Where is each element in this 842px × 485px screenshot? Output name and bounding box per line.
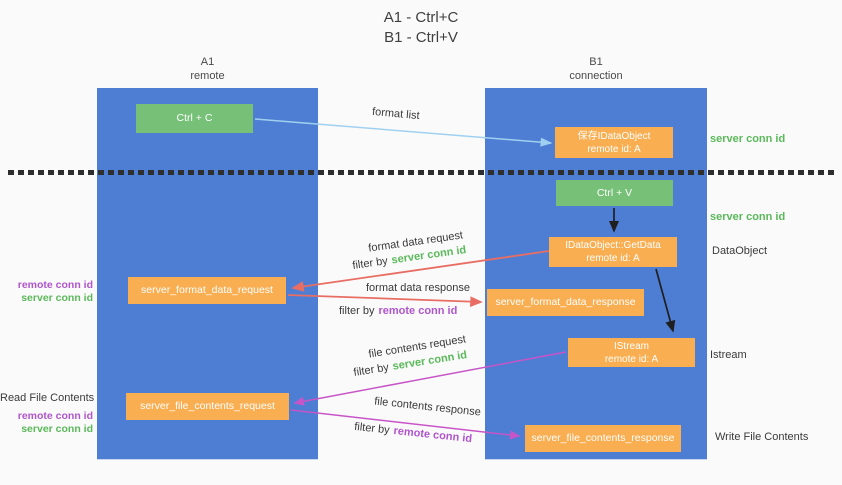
node-save-line1: 保存IDataObject [577, 130, 651, 142]
title-line-1: A1 - Ctrl+C [383, 9, 459, 26]
node-format-request-label: server_format_data_request [141, 284, 273, 296]
title-line-2: B1 - Ctrl+V [384, 29, 458, 46]
boundary-dashed-line [8, 170, 838, 175]
node-file-request-label: server_file_contents_request [140, 400, 275, 412]
filter-key-remote-conn-id: remote conn id [378, 305, 458, 317]
node-format-response-label: server_format_data_response [495, 296, 636, 308]
filter-prefix: filter by [351, 255, 389, 272]
annotation-dataobject: DataObject [712, 245, 768, 257]
annotation-read-file-contents: Read File Contents [0, 392, 95, 404]
edge-label-format-list: format list [371, 105, 421, 123]
node-ctrl-c-label: Ctrl + C [176, 112, 213, 124]
filter-prefix: filter by [339, 305, 375, 317]
node-save-idataobject: 保存IDataObject remote id: A [555, 127, 673, 158]
node-save-line2: remote id: A [587, 143, 641, 155]
annotation-left-format-conn-ids: remote conn id server conn id [0, 279, 93, 305]
node-idataobject-getdata: IDataObject::GetData remote id: A [549, 237, 677, 267]
filter-prefix: filter by [352, 361, 390, 379]
node-istream-line2: remote id: A [604, 353, 659, 365]
annotation-write-file-contents: Write File Contents [715, 431, 809, 443]
lane-a1-role: remote [190, 69, 225, 82]
node-ctrl-c: Ctrl + C [136, 104, 253, 133]
annotation-server-conn-id-top: server conn id [710, 133, 786, 145]
annotation-remote-conn-id: remote conn id [17, 279, 93, 291]
node-istream-line1: IStream [613, 340, 649, 352]
annotation-istream: Istream [710, 349, 747, 361]
filter-prefix: filter by [353, 420, 391, 437]
lane-a1-name: A1 [200, 56, 215, 68]
annotation-server-conn-id: server conn id [21, 423, 93, 435]
node-file-response-label: server_file_contents_response [531, 432, 675, 444]
edge-label-file-contents-response: file contents response [373, 395, 482, 419]
node-server-file-contents-request: server_file_contents_request [126, 393, 289, 420]
filter-key-remote-conn-id: remote conn id [392, 424, 473, 446]
annotation-server-conn-id: server conn id [21, 292, 93, 304]
lane-header-b1: B1 connection [485, 56, 707, 83]
node-istream: IStream remote id: A [568, 338, 695, 367]
node-server-file-contents-response: server_file_contents_response [525, 425, 681, 452]
node-getdata-line1: IDataObject::GetData [565, 240, 661, 251]
lane-b1-name: B1 [589, 56, 603, 68]
diagram-title: A1 - Ctrl+C B1 - Ctrl+V [0, 8, 842, 48]
annotation-left-file-conn-ids: remote conn id server conn id [0, 410, 93, 436]
node-server-format-data-request: server_format_data_request [128, 277, 286, 304]
lane-header-a1: A1 remote [97, 56, 318, 83]
node-ctrl-v: Ctrl + V [556, 180, 673, 206]
lane-b1-role: connection [569, 69, 623, 82]
annotation-remote-conn-id: remote conn id [17, 410, 93, 422]
node-ctrl-v-label: Ctrl + V [596, 186, 633, 199]
annotation-server-conn-id-mid: server conn id [710, 211, 786, 223]
edge-label-format-data-response: format data response [366, 282, 470, 294]
node-server-format-data-response: server_format_data_response [487, 289, 644, 316]
node-getdata-line2: remote id: A [586, 253, 640, 264]
